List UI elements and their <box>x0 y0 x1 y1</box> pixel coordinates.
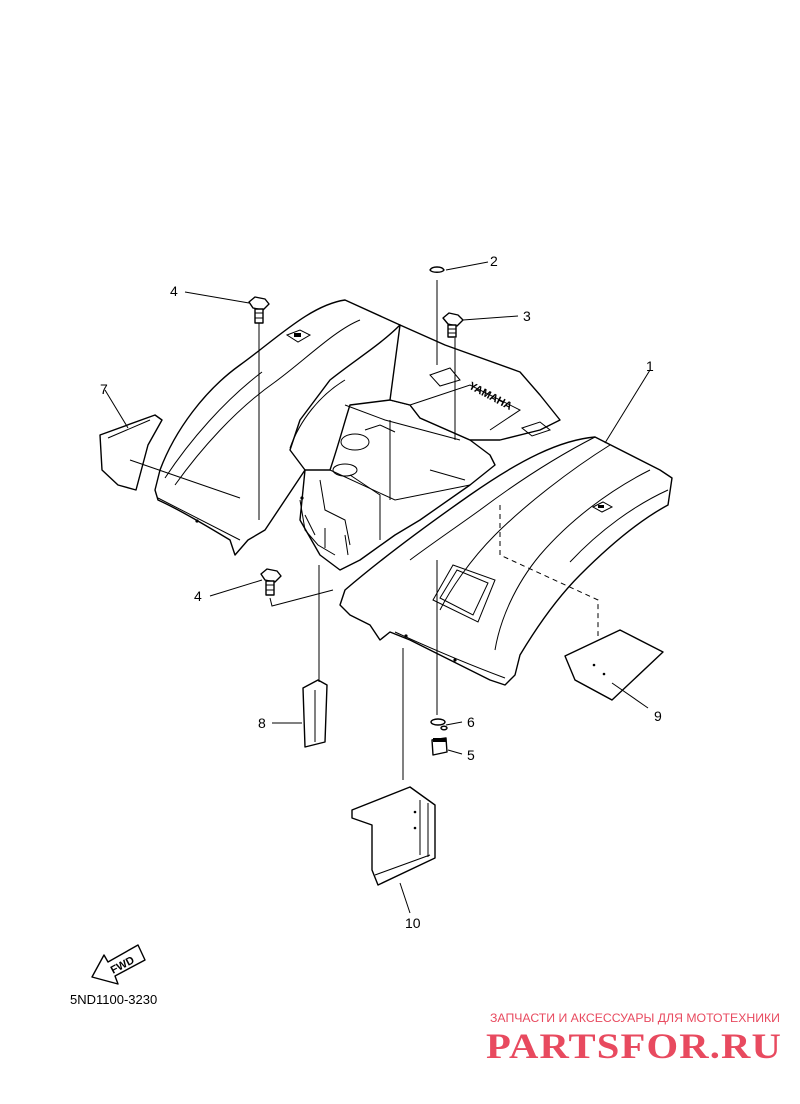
part-4-bolt-lower <box>260 568 282 596</box>
watermark-brand: PARTSFOR.RU <box>486 1026 782 1066</box>
leader-lines <box>104 261 651 914</box>
callouts: 1 2 3 4 4 5 6 7 8 9 10 <box>100 253 662 931</box>
part-4-bolt-upper <box>248 296 270 324</box>
callout-2: 2 <box>490 253 498 269</box>
watermark-tagline: ЗАПЧАСТИ И АКСЕССУАРЫ ДЛЯ МОТОТЕХНИКИ <box>490 1011 780 1025</box>
rear-fender: YAMAHA <box>154 299 673 686</box>
callout-4-upper: 4 <box>170 283 178 299</box>
callout-6: 6 <box>467 714 475 730</box>
part-3-bolt <box>442 312 464 338</box>
part-7-flap <box>99 414 163 491</box>
fwd-arrow: FWD <box>91 944 146 985</box>
part-5-grommet <box>431 737 448 756</box>
callout-7: 7 <box>100 381 108 397</box>
callout-3: 3 <box>523 308 531 324</box>
callout-4-lower: 4 <box>194 588 202 604</box>
callout-8: 8 <box>258 715 266 731</box>
part-8-strip <box>302 679 328 748</box>
part-2-cap <box>429 266 445 273</box>
fwd-label: FWD <box>109 954 137 976</box>
part-code: 5ND1100-3230 <box>70 992 157 1007</box>
callout-9: 9 <box>654 708 662 724</box>
part-9-flap <box>564 629 664 701</box>
part-10-panel <box>351 786 436 886</box>
watermark: ЗАПЧАСТИ И АКСЕССУАРЫ ДЛЯ МОТОТЕХНИКИ PA… <box>486 1011 782 1066</box>
callout-10: 10 <box>405 915 421 931</box>
callout-5: 5 <box>467 747 475 763</box>
callout-1: 1 <box>646 358 654 374</box>
part-6-washer <box>430 718 448 731</box>
